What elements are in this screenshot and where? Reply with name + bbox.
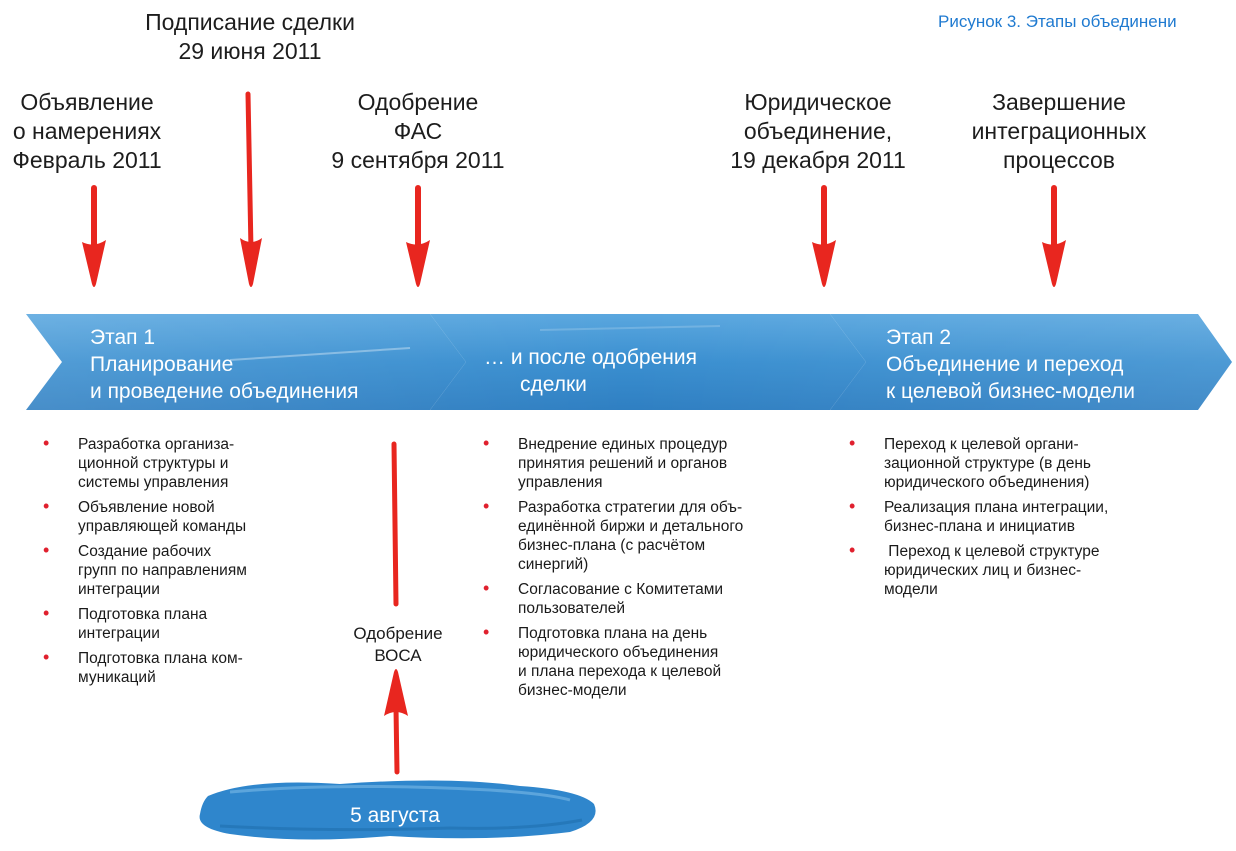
milestone-line: Объявление xyxy=(20,89,154,115)
bullet-line: Разработка организа- xyxy=(78,436,235,453)
bullet-line: модели xyxy=(884,581,938,598)
arrow-down-icon xyxy=(82,185,106,287)
stage-mid-label: … и после одобрения сделки xyxy=(484,344,697,398)
bullet-line: бизнес-модели xyxy=(518,682,627,699)
bullet-line: Разработка стратегии для объ- xyxy=(518,499,743,516)
stage-title: Этап 1 xyxy=(90,326,156,349)
stage-1-bullet-list: Разработка организа- ционной структуры и… xyxy=(40,434,247,693)
bullet-line: Подготовка плана ком- xyxy=(78,650,243,667)
milestone-line: Завершение xyxy=(992,89,1126,115)
list-item: Внедрение единых процедур принятия решен… xyxy=(480,434,743,492)
bullet-line: юридических лиц и бизнес- xyxy=(884,562,1082,579)
bullet-line: бизнес-плана и инициатив xyxy=(884,518,1075,535)
bullet-line: пользователей xyxy=(518,600,626,617)
list-item: Переход к целевой структуре юридических … xyxy=(846,541,1108,599)
august-date-label: 5 августа xyxy=(350,804,440,827)
bullet-line: Подготовка плана на день xyxy=(518,625,708,642)
bullet-line: управления xyxy=(518,474,603,491)
stage-mid-bullet-list: Внедрение единых процедур принятия решен… xyxy=(480,434,744,706)
stage-band xyxy=(26,314,1232,410)
bullet-line: Создание рабочих xyxy=(78,543,212,560)
stage-line: Планирование xyxy=(90,353,234,376)
milestone-line: 29 июня 2011 xyxy=(178,38,322,64)
bullet-line: и плана перехода к целевой xyxy=(518,663,722,680)
stage-line: Объединение и переход xyxy=(886,353,1124,376)
bullet-line: интеграции xyxy=(78,581,160,598)
list-item: Подготовка плана ком- муникаций xyxy=(40,648,247,687)
bullet-line: управляющей команды xyxy=(78,518,247,535)
list-item: Разработка организа- ционной структуры и… xyxy=(40,434,247,492)
milestone-announcement: Объявление о намерениях Февраль 2011 xyxy=(2,88,172,175)
bullet-line: синергий) xyxy=(518,556,589,573)
list-item: Объявление новой управляющей команды xyxy=(40,497,247,536)
august-brush-stroke xyxy=(199,780,596,840)
arrow-down-icon xyxy=(1042,185,1066,287)
list-item: Реализация плана интеграции, бизнес-план… xyxy=(846,497,1109,536)
bullet-line: интеграции xyxy=(78,625,160,642)
bullet-line: принятия решений и органов xyxy=(518,455,728,472)
milestone-line: процессов xyxy=(1002,147,1115,173)
stage-line: сделки xyxy=(520,373,587,396)
milestone-line: о намерениях xyxy=(12,118,162,144)
bullet-line: групп по направлениям xyxy=(78,562,247,579)
voca-approval-label: Одобрение ВОСА xyxy=(338,623,458,667)
stage-line: к целевой бизнес-модели xyxy=(886,380,1135,403)
bullet-line: Согласование с Комитетами xyxy=(518,581,724,598)
stage-line: и проведение объединения xyxy=(90,380,359,403)
stage-2-label: Этап 2 Объединение и переход к целевой б… xyxy=(886,324,1135,405)
milestone-line: Февраль 2011 xyxy=(12,147,162,173)
bullet-line: Подготовка плана xyxy=(78,606,208,623)
voca-line: ВОСА xyxy=(374,646,422,665)
bullet-line: бизнес-плана (с расчётом xyxy=(518,537,706,554)
bullet-line: муникаций xyxy=(78,669,156,686)
milestone-fas-approval: Одобрение ФАС 9 сентября 2011 xyxy=(318,88,518,175)
list-item: Переход к целевой органи- зационной стру… xyxy=(846,434,1108,492)
milestone-line: интеграционных xyxy=(971,118,1147,144)
arrow-up-icon xyxy=(384,669,408,775)
bullet-line: системы управления xyxy=(78,474,229,491)
bullet-line: юридического объединения) xyxy=(884,474,1090,491)
arrow-down-icon xyxy=(406,185,430,287)
list-item: Разработка стратегии для объ- единённой … xyxy=(480,497,744,574)
list-item: Подготовка плана интеграции xyxy=(40,604,247,643)
bullet-line: Внедрение единых процедур xyxy=(518,436,728,453)
stage-line: … и после одобрения xyxy=(484,346,697,369)
milestone-line: ФАС xyxy=(393,118,443,144)
bullet-line: зационной структуре (в день xyxy=(884,455,1091,472)
stage-title: Этап 2 xyxy=(886,326,952,349)
list-item: Создание рабочих групп по направлениям и… xyxy=(40,541,247,599)
figure-caption: Рисунок 3. Этапы объединени xyxy=(938,12,1177,31)
stage-2-bullet-list: Переход к целевой органи- зационной стру… xyxy=(846,434,1109,605)
bullet-line: Переход к целевой структуре xyxy=(884,543,1100,560)
stage-1-label: Этап 1 Планирование и проведение объедин… xyxy=(90,324,359,405)
bullet-line: единённой биржи и детального xyxy=(518,518,744,535)
bullet-line: Переход к целевой органи- xyxy=(884,436,1079,453)
milestone-line: объединение, xyxy=(743,118,893,144)
divider-red-line xyxy=(391,441,399,607)
milestone-line: Подписание сделки xyxy=(145,9,355,35)
list-item: Согласование с Комитетами пользователей xyxy=(480,579,743,618)
milestone-line: 9 сентября 2011 xyxy=(331,147,505,173)
bullet-line: ционной структуры и xyxy=(78,455,229,472)
milestone-line: 19 декабря 2011 xyxy=(730,147,906,173)
bullet-line: Объявление новой xyxy=(78,499,215,516)
bullet-line: Реализация плана интеграции, xyxy=(884,499,1109,516)
list-item: Подготовка плана на день юридического об… xyxy=(480,623,743,700)
milestone-deal-signing: Подписание сделки 29 июня 2011 xyxy=(130,8,370,66)
arrow-down-icon xyxy=(812,185,836,287)
arrow-down-icon xyxy=(240,91,262,287)
voca-line: Одобрение xyxy=(353,624,443,643)
milestone-line: Юридическое xyxy=(744,89,892,115)
milestone-legal-merger: Юридическое объединение, 19 декабря 2011 xyxy=(718,88,918,175)
milestone-integration-complete: Завершение интеграционных процессов xyxy=(964,88,1154,175)
bullet-line: юридического объединения xyxy=(518,644,719,661)
milestone-line: Одобрение xyxy=(357,89,479,115)
